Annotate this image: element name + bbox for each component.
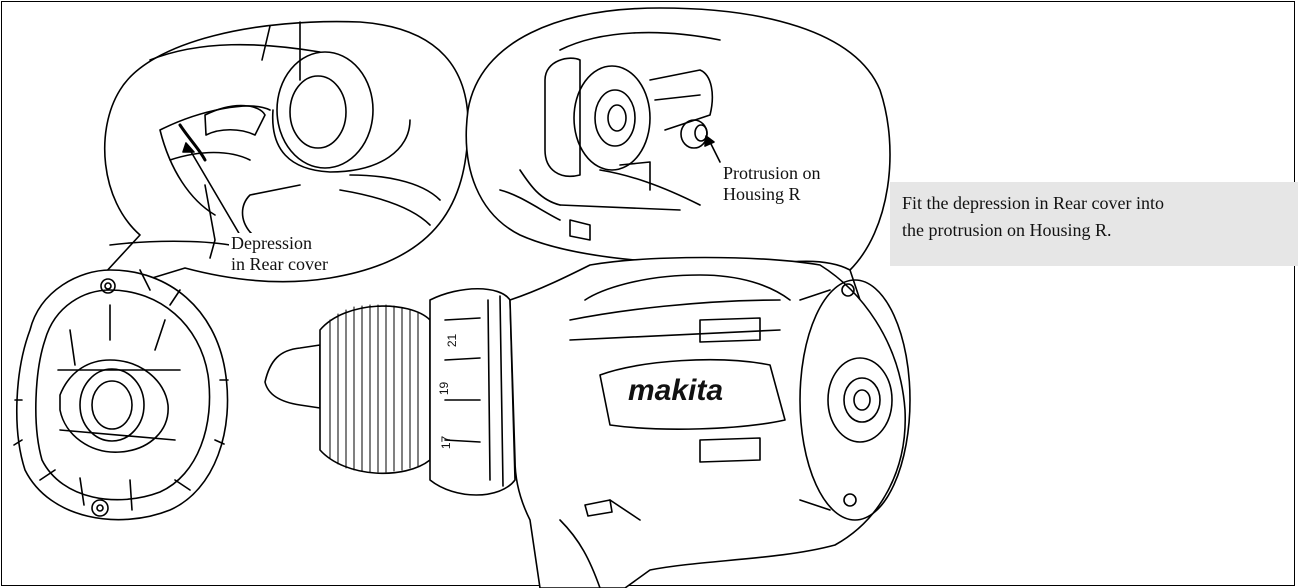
- clutch-number-21: 21: [445, 333, 460, 348]
- clutch-number-17: 17: [439, 435, 454, 450]
- rear-cover-part: [13, 269, 229, 521]
- protrusion-label-line2: Housing R: [723, 184, 801, 204]
- depression-label-line1: Depression: [231, 233, 312, 253]
- logo-text: makita: [628, 374, 724, 407]
- instruction-line1: Fit the depression in Rear cover into: [902, 193, 1164, 213]
- instruction-note: Fit the depression in Rear cover into th…: [890, 182, 1298, 266]
- drill-assembly: [264, 256, 911, 588]
- callout-bubble-left: [79, 20, 469, 301]
- clutch-number-19: 19: [437, 381, 452, 396]
- callout-bubble-right: [465, 7, 891, 301]
- depression-label: Depression in Rear cover: [229, 233, 330, 275]
- depression-label-line2: in Rear cover: [231, 254, 328, 274]
- protrusion-label-line1: Protrusion on: [723, 163, 821, 183]
- instruction-line2: the protrusion on Housing R.: [902, 220, 1112, 240]
- protrusion-label: Protrusion on Housing R: [721, 163, 823, 205]
